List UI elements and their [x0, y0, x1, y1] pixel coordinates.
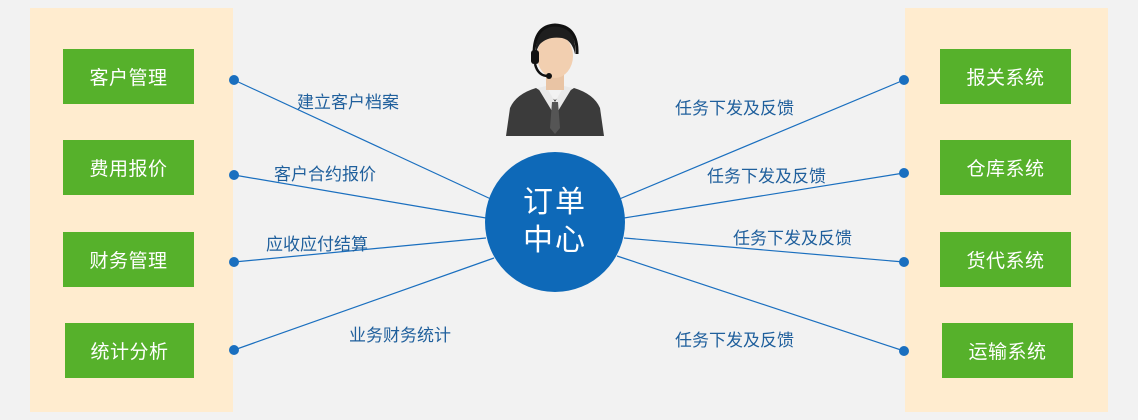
edge-label-right-2: 任务下发及反馈	[733, 229, 852, 249]
node-freight-system[interactable]: 货代系统	[940, 232, 1071, 287]
node-warehouse-system[interactable]: 仓库系统	[940, 140, 1071, 195]
connector-dot-left-2	[229, 257, 239, 267]
connector-right-0	[616, 79, 905, 201]
node-transport-system[interactable]: 运输系统	[942, 323, 1073, 378]
edge-label-left-2: 应收应付结算	[266, 235, 368, 255]
connector-dot-left-3	[229, 345, 239, 355]
connector-left-2	[233, 237, 487, 263]
order-center-node[interactable]: 订单 中心	[485, 152, 625, 292]
connector-left-3	[233, 257, 495, 351]
connector-right-3	[616, 255, 905, 352]
customer-service-agent-icon	[506, 23, 604, 136]
connector-dot-right-3	[899, 346, 909, 356]
node-statistics-analysis[interactable]: 统计分析	[65, 323, 194, 378]
edge-label-right-3: 任务下发及反馈	[675, 331, 794, 351]
edge-label-left-1: 客户合约报价	[274, 165, 376, 185]
edge-label-left-3: 业务财务统计	[349, 326, 451, 346]
connector-right-1	[623, 172, 905, 219]
connector-dot-right-2	[899, 257, 909, 267]
edge-label-left-0: 建立客户档案	[297, 93, 399, 113]
edge-label-right-1: 任务下发及反馈	[707, 167, 826, 187]
center-title-line2: 中心	[523, 223, 587, 258]
connector-dot-right-0	[899, 75, 909, 85]
connector-left-0	[233, 79, 494, 201]
node-finance-management[interactable]: 财务管理	[63, 232, 194, 287]
node-fee-quotation[interactable]: 费用报价	[63, 140, 194, 195]
edge-label-right-0: 任务下发及反馈	[675, 99, 794, 119]
connector-right-2	[623, 237, 905, 263]
connector-left-1	[233, 174, 487, 219]
node-customs-system[interactable]: 报关系统	[940, 49, 1071, 104]
center-title-line1: 订单	[523, 185, 587, 220]
connector-dot-right-1	[899, 168, 909, 178]
connector-dot-left-0	[229, 75, 239, 85]
connector-dot-left-1	[229, 170, 239, 180]
node-customer-management[interactable]: 客户管理	[63, 49, 194, 104]
